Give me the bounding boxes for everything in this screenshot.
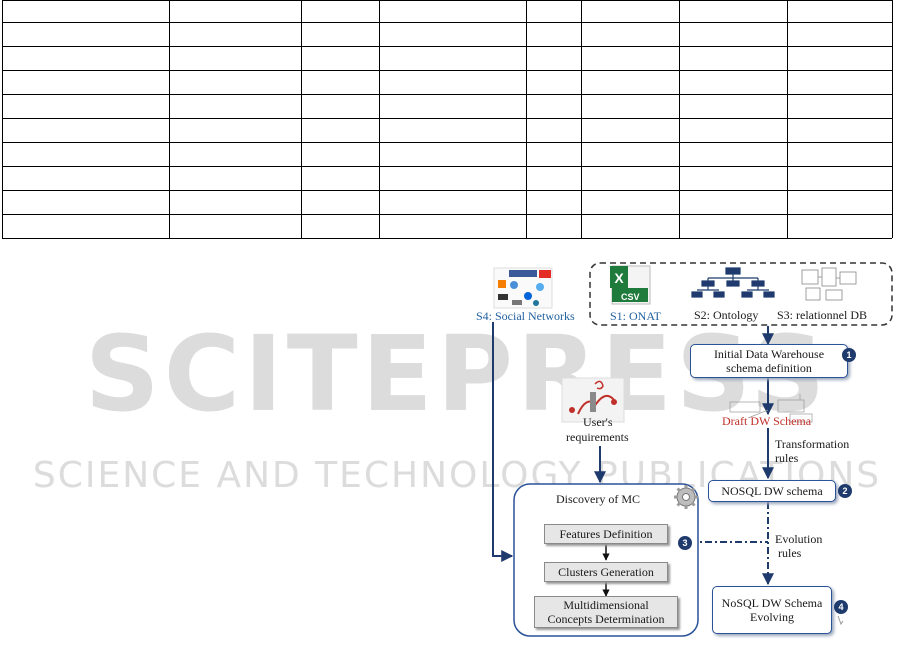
sources-container (589, 262, 893, 326)
ontology-label: S2: Ontology (694, 308, 759, 322)
onat-label: S1: ONAT (610, 309, 662, 323)
evolution-label-2: rules (778, 546, 802, 560)
csv-file-icon: X (610, 265, 651, 305)
mdc-line2: Concepts Determination (547, 612, 665, 626)
mdc-line1: Multidimensional (563, 598, 649, 612)
features-definition-box: Features Definition (544, 524, 668, 544)
csv-label: CSV (621, 292, 640, 302)
users-req-label-1: User's (583, 415, 613, 429)
nosql-evolving-line1: NoSQL DW Schema (721, 596, 823, 610)
svg-text:X: X (614, 270, 624, 286)
step-badge-4: 4 (834, 600, 848, 614)
social-networks-label: S4: Social Networks (476, 309, 575, 323)
initial-dw-line2: schema definition (726, 361, 812, 375)
cursor-mark (837, 615, 844, 626)
evolution-label-1: Evolution (775, 532, 823, 546)
step-badge-1: 1 (842, 348, 856, 362)
nosql-evolving-line2: Evolving (750, 610, 794, 624)
social-logos-icon (493, 267, 553, 309)
social-to-discovery-arrow (492, 322, 514, 562)
draft-schema-sketch (729, 394, 813, 423)
mdc-box: Multidimensional Concepts Determination (534, 596, 678, 628)
clusters-generation-box: Clusters Generation (544, 562, 668, 582)
draft-dw-label: Draft DW Schema (722, 414, 812, 428)
step-badge-2: 2 (838, 484, 852, 498)
initial-dw-box: Initial Data Warehouse schema definition (690, 344, 848, 378)
transformation-label-2: rules (775, 451, 799, 465)
ontology-tree-icon (691, 267, 775, 298)
relational-db-icon (801, 267, 857, 301)
transformation-label-1: Transformation (775, 437, 850, 451)
users-req-label-2: requirements (566, 430, 629, 444)
nosql-evolving-box: NoSQL DW Schema Evolving (712, 586, 832, 634)
relational-db-label: S3: relationnel DB (777, 308, 867, 322)
step-badge-3: 3 (678, 536, 692, 550)
user-requirements-icon (561, 377, 625, 423)
initial-dw-line1: Initial Data Warehouse (713, 347, 825, 361)
gear-icon (674, 485, 698, 509)
nosql-dw-box: NOSQL DW schema (708, 480, 836, 502)
discovery-title: Discovery of MC (556, 492, 640, 506)
